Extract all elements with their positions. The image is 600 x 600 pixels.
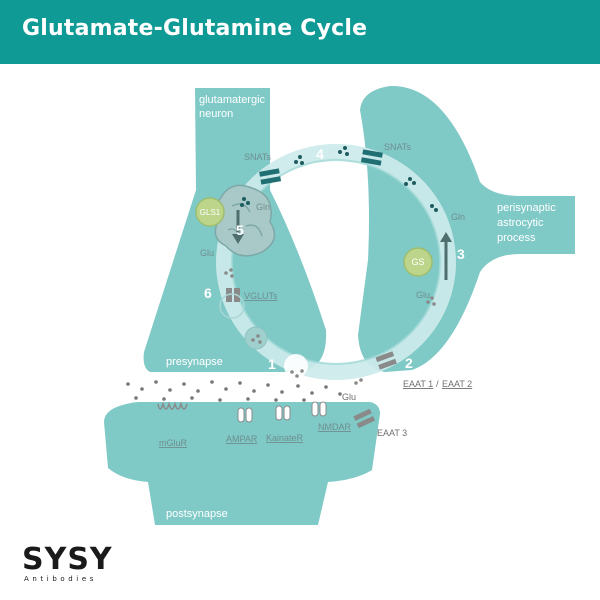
presynapse-label: presynapse (166, 356, 223, 368)
kainater-receptor (275, 405, 291, 421)
step-2: 2 (405, 355, 413, 371)
cycle-ring-inner (231, 159, 441, 365)
eaat3-transporter (353, 408, 376, 429)
glutamine-dots (240, 146, 438, 212)
kainater-label: KainateR (266, 433, 304, 443)
eaat2-label: EAAT 2 (442, 379, 472, 389)
mglur-label: mGluR (159, 438, 188, 448)
gls1-label: GLS1 (200, 208, 221, 217)
gs-enzyme (403, 247, 433, 277)
gln-left-label: Gln (256, 202, 270, 212)
diagram-title: Glutamate-Glutamine Cycle (22, 16, 368, 41)
neuron-label-line1: glutamatergic (199, 94, 266, 106)
ampar-label: AMPAR (226, 434, 258, 444)
step-5: 5 (236, 222, 244, 238)
snats-right-label: SNATs (384, 142, 411, 152)
gls1-enzyme (195, 197, 225, 227)
eaat12-transporter (375, 351, 397, 370)
mitochondrion-icon (214, 184, 276, 257)
glutamate-dots (224, 268, 436, 385)
logo-word: SYSY (22, 542, 113, 577)
step-4: 4 (316, 146, 324, 162)
step5-arrowhead (232, 234, 244, 244)
nmdar-receptor (311, 401, 327, 417)
astrocyte-label-line1: perisynaptic (497, 202, 556, 214)
cycle-ring (216, 144, 456, 380)
glu-right-label: Glu (416, 290, 430, 300)
eaat-separator: / (436, 379, 439, 389)
snat-transporter-right (360, 149, 383, 166)
step-6: 6 (204, 285, 212, 301)
title-bar: Glutamate-Glutamine Cycle (0, 0, 600, 64)
glu-left-label: Glu (200, 248, 214, 258)
glu-cleft-label: Glu (342, 392, 356, 402)
astrocytic-process (358, 85, 575, 373)
snats-left-label: SNATs (244, 152, 271, 162)
neuron-label-line2: neuron (199, 108, 233, 120)
nmdar-label: NMDAR (318, 422, 351, 432)
eaat1-label: EAAT 1 (403, 379, 433, 389)
gln-right-label: Gln (451, 212, 465, 222)
eaat3-label: EAAT 3 (377, 428, 407, 438)
step-3: 3 (457, 246, 465, 262)
release-vesicle (284, 354, 308, 378)
mglur-receptor (157, 401, 188, 410)
synaptic-cleft-dots (126, 380, 342, 402)
postsynaptic-neuron (104, 402, 380, 525)
astrocyte-label-line3: process (497, 232, 536, 244)
snat-transporter-left (259, 168, 282, 185)
postsynapse-label: postsynapse (166, 508, 228, 520)
vglut-transporter (219, 288, 245, 319)
logo-subtitle: Antibodies (24, 575, 97, 583)
step-1: 1 (268, 356, 276, 372)
astrocyte-label-line2: astrocytic (497, 217, 544, 229)
vgluts-label: VGLUTs (244, 291, 278, 301)
sysy-logo: SYSY Antibodies (22, 542, 142, 588)
ampar-receptor (237, 407, 253, 423)
glu-vesicle (244, 326, 268, 350)
gs-label: GS (411, 257, 424, 267)
step3-arrowhead (440, 232, 452, 242)
